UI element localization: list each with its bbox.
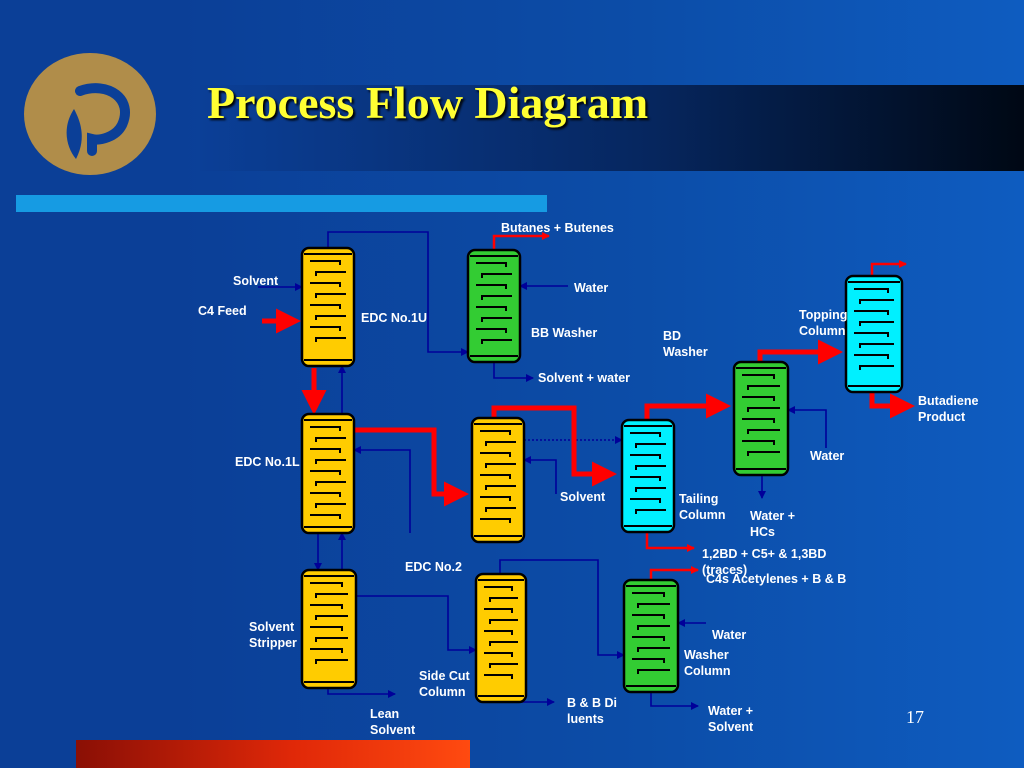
edc-1u-column-body (300, 246, 356, 368)
stream-label-butanes-butenes: Butanes + Butenes (501, 221, 614, 235)
auxiliary-flow-lines (258, 231, 827, 710)
flow-side-cut-overhead-to-washer (499, 559, 625, 659)
solvent-stripper-column-body (300, 568, 358, 690)
main-flow-lines (262, 232, 915, 580)
flow-edc2-to-edc1l (353, 446, 411, 533)
column-label-edc-1u: EDC No.1U (361, 311, 427, 325)
flow-bd-washer-to-topping (757, 339, 843, 365)
flow-butanes-butenes (492, 232, 550, 250)
stream-label-water-washer: Water (712, 628, 747, 642)
stream-label-c4s-acetylenes: C4s Acetylenes + B & B (706, 572, 847, 586)
column-label-washer: Washer Column (684, 648, 731, 678)
tailing-column (620, 418, 676, 534)
accent-bar (16, 195, 547, 212)
stream-label-water-hcs: Water + HCs (750, 509, 796, 539)
flow-edc1u-overhead-to-bb-washer (327, 231, 469, 356)
bb-washer-column (466, 248, 522, 364)
flow-solvent-to-edc2 (523, 456, 557, 494)
solvent-stripper-column-trays (310, 582, 348, 664)
flow-topping-overhead (870, 260, 907, 276)
edc-1l-column-trays (310, 426, 346, 519)
washer-column-trays (632, 592, 670, 674)
stream-label-tailing-bottoms: 1,2BD + C5+ & 1,3BD (traces) (702, 547, 827, 577)
flow-edc2-to-tailing (491, 405, 617, 487)
slide-title: Process Flow Diagram (207, 77, 649, 128)
stream-label-solvent-1u: Solvent (233, 274, 279, 288)
edc-1u-column-trays (310, 260, 346, 342)
stream-label-water-bb: Water (574, 281, 609, 295)
flow-bb-washer-bottoms (493, 362, 534, 382)
column-label-edc-2: EDC No.2 (405, 560, 462, 574)
stream-label-solvent-edc2: Solvent (560, 490, 606, 504)
column-label-bb-washer: BB Washer (531, 326, 598, 340)
column-label-solvent-stripper: Solvent Stripper (249, 620, 297, 650)
stream-label-c4-feed: C4 Feed (198, 304, 247, 318)
flow-edc1l-to-edc2 (354, 427, 469, 507)
edc-2-column (470, 416, 526, 544)
stream-label-water-solvent: Water + Solvent (708, 704, 754, 734)
solvent-stripper-column (300, 568, 358, 690)
reliance-logo (24, 53, 156, 175)
topping-column-trays (854, 288, 894, 370)
title-band (200, 85, 1024, 171)
stream-label-solvent-water: Solvent + water (538, 371, 631, 385)
footer-bar (76, 740, 470, 768)
flow-stripper-to-side-cut (356, 595, 477, 654)
edc-1l-column (300, 412, 356, 535)
stream-label-butadiene-product: Butadiene Product (918, 394, 979, 424)
topping-column (844, 274, 904, 394)
stream-label-bb-diluents: B & B Diluents (567, 696, 617, 726)
page-number: 17 (906, 707, 924, 727)
columns-layer (300, 246, 904, 704)
side-cut-column-body (474, 572, 528, 704)
tailing-column-trays (630, 432, 666, 514)
edc-2-column-trays (480, 430, 516, 523)
column-label-tailing: Tailing Column (679, 492, 726, 522)
edc-1u-column (300, 246, 356, 368)
column-label-edc-1l: EDC No.1L (235, 455, 300, 469)
flow-butadiene-product (869, 392, 915, 419)
column-label-topping: Topping Column (799, 308, 848, 338)
side-cut-column (474, 572, 528, 704)
bd-washer-column-trays (742, 374, 780, 456)
side-cut-column-trays (484, 586, 518, 679)
flow-tailing-to-bd-washer (644, 393, 731, 420)
flow-lean-solvent (327, 688, 396, 698)
flow-water-solvent (650, 692, 699, 710)
column-label-side-cut: Side Cut Column (419, 669, 470, 699)
stream-label-water-bd: Water (810, 449, 845, 463)
edc-2-column-body (470, 416, 526, 544)
column-label-bd-washer: BD Washer (663, 329, 708, 359)
washer-column (622, 578, 680, 694)
flow-water-to-bd-washer (787, 406, 827, 448)
flow-tailing-bottoms (645, 532, 695, 552)
flow-washer-overhead (649, 566, 699, 580)
stream-label-lean-solvent: Lean Solvent (370, 707, 416, 737)
bb-washer-column-trays (476, 262, 512, 344)
bd-washer-column (732, 360, 790, 477)
